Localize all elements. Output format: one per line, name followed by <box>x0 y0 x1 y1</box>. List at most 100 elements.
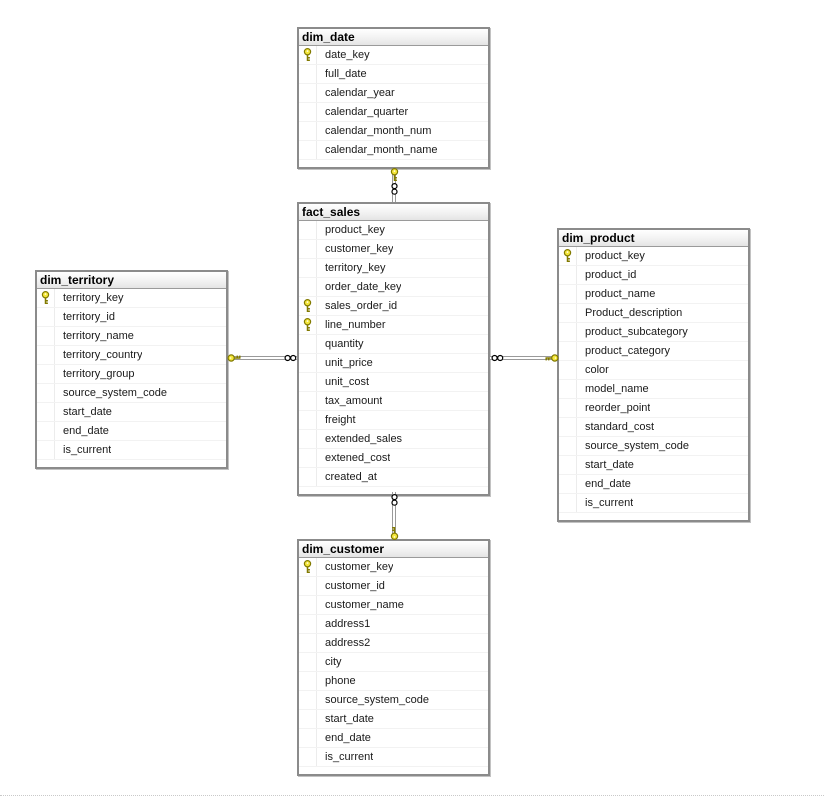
relationship-dim_date-fact_sales[interactable] <box>387 168 401 202</box>
column-row[interactable]: date_key <box>299 46 488 65</box>
column-row[interactable]: standard_cost <box>559 418 748 437</box>
column-row[interactable]: end_date <box>559 475 748 494</box>
column-row[interactable]: product_id <box>559 266 748 285</box>
column-name: territory_group <box>63 368 135 380</box>
column-row[interactable]: is_current <box>299 748 488 767</box>
column-row[interactable]: extended_sales <box>299 430 488 449</box>
column-row[interactable]: product_name <box>559 285 748 304</box>
column-row[interactable]: model_name <box>559 380 748 399</box>
infinity-icon <box>490 351 504 365</box>
column-row[interactable]: customer_id <box>299 577 488 596</box>
column-row[interactable]: product_key <box>299 221 488 240</box>
column-row[interactable]: address1 <box>299 615 488 634</box>
relationship-dim_customer-fact_sales[interactable] <box>387 492 401 540</box>
column-row[interactable]: is_current <box>559 494 748 513</box>
column-row[interactable]: customer_key <box>299 558 488 577</box>
column-row[interactable]: end_date <box>299 729 488 748</box>
column-row[interactable]: order_date_key <box>299 278 488 297</box>
table-header-dim_date[interactable]: dim_date <box>299 29 488 46</box>
column-row[interactable]: source_system_code <box>559 437 748 456</box>
column-row[interactable]: calendar_year <box>299 84 488 103</box>
column-row[interactable]: territory_group <box>37 365 226 384</box>
column-row[interactable]: end_date <box>37 422 226 441</box>
column-row[interactable]: territory_id <box>37 308 226 327</box>
icon-cell-empty <box>299 221 317 239</box>
icon-cell-empty <box>299 84 317 102</box>
column-name: line_number <box>325 319 386 331</box>
table-header-dim_customer[interactable]: dim_customer <box>299 541 488 558</box>
column-row[interactable]: calendar_quarter <box>299 103 488 122</box>
column-row[interactable]: sales_order_id <box>299 297 488 316</box>
relationship-dim_product-fact_sales[interactable] <box>490 351 558 365</box>
column-name: product_id <box>585 269 637 281</box>
column-row[interactable]: product_key <box>559 247 748 266</box>
relationship-line <box>228 356 297 360</box>
column-row[interactable]: product_subcategory <box>559 323 748 342</box>
icon-cell-empty <box>559 361 577 379</box>
icon-cell-empty <box>37 308 55 326</box>
column-name: product_key <box>585 250 645 262</box>
icon-cell-empty <box>559 456 577 474</box>
icon-cell-empty <box>559 342 577 360</box>
column-name: standard_cost <box>585 421 655 433</box>
column-row[interactable]: freight <box>299 411 488 430</box>
column-name: tax_amount <box>325 395 383 407</box>
table-header-dim_territory[interactable]: dim_territory <box>37 272 226 289</box>
icon-cell-empty <box>37 422 55 440</box>
column-row[interactable]: start_date <box>37 403 226 422</box>
column-name: calendar_year <box>325 87 395 99</box>
icon-cell-empty <box>37 327 55 345</box>
column-row[interactable]: extened_cost <box>299 449 488 468</box>
column-row[interactable]: customer_key <box>299 240 488 259</box>
table-dim_product[interactable]: dim_product product_key product_id product_… <box>557 228 750 522</box>
column-name: territory_name <box>63 330 134 342</box>
column-row[interactable]: source_system_code <box>299 691 488 710</box>
column-row[interactable]: line_number <box>299 316 488 335</box>
icon-cell-empty <box>299 65 317 83</box>
column-row[interactable]: created_at <box>299 468 488 487</box>
column-row[interactable]: address2 <box>299 634 488 653</box>
column-row[interactable]: reorder_point <box>559 399 748 418</box>
column-row[interactable]: unit_cost <box>299 373 488 392</box>
icon-cell-empty <box>299 653 317 671</box>
column-row[interactable]: quantity <box>299 335 488 354</box>
column-row[interactable]: calendar_month_num <box>299 122 488 141</box>
column-name: extended_sales <box>325 433 403 445</box>
icon-cell-empty <box>559 380 577 398</box>
column-row[interactable]: full_date <box>299 65 488 84</box>
column-name: customer_name <box>325 599 404 611</box>
table-header-fact_sales[interactable]: fact_sales <box>299 204 488 221</box>
column-row[interactable]: city <box>299 653 488 672</box>
relationship-dim_territory-fact_sales[interactable] <box>227 351 297 365</box>
key-icon <box>559 247 577 265</box>
column-row[interactable]: calendar_month_name <box>299 141 488 160</box>
column-row[interactable]: territory_key <box>37 289 226 308</box>
column-row[interactable]: phone <box>299 672 488 691</box>
column-name: calendar_month_name <box>325 144 438 156</box>
column-row[interactable]: color <box>559 361 748 380</box>
table-title: dim_territory <box>40 273 115 287</box>
column-row[interactable]: Product_description <box>559 304 748 323</box>
column-row[interactable]: product_category <box>559 342 748 361</box>
column-row[interactable]: start_date <box>299 710 488 729</box>
table-header-dim_product[interactable]: dim_product <box>559 230 748 247</box>
column-row[interactable]: unit_price <box>299 354 488 373</box>
column-row[interactable]: territory_name <box>37 327 226 346</box>
column-row[interactable]: territory_country <box>37 346 226 365</box>
column-row[interactable]: territory_key <box>299 259 488 278</box>
column-row[interactable]: is_current <box>37 441 226 460</box>
column-row[interactable]: source_system_code <box>37 384 226 403</box>
column-row[interactable]: customer_name <box>299 596 488 615</box>
column-row[interactable]: start_date <box>559 456 748 475</box>
icon-cell-empty <box>559 399 577 417</box>
icon-cell-empty <box>559 266 577 284</box>
column-name: address2 <box>325 637 371 649</box>
column-name: product_category <box>585 345 670 357</box>
column-row[interactable]: tax_amount <box>299 392 488 411</box>
